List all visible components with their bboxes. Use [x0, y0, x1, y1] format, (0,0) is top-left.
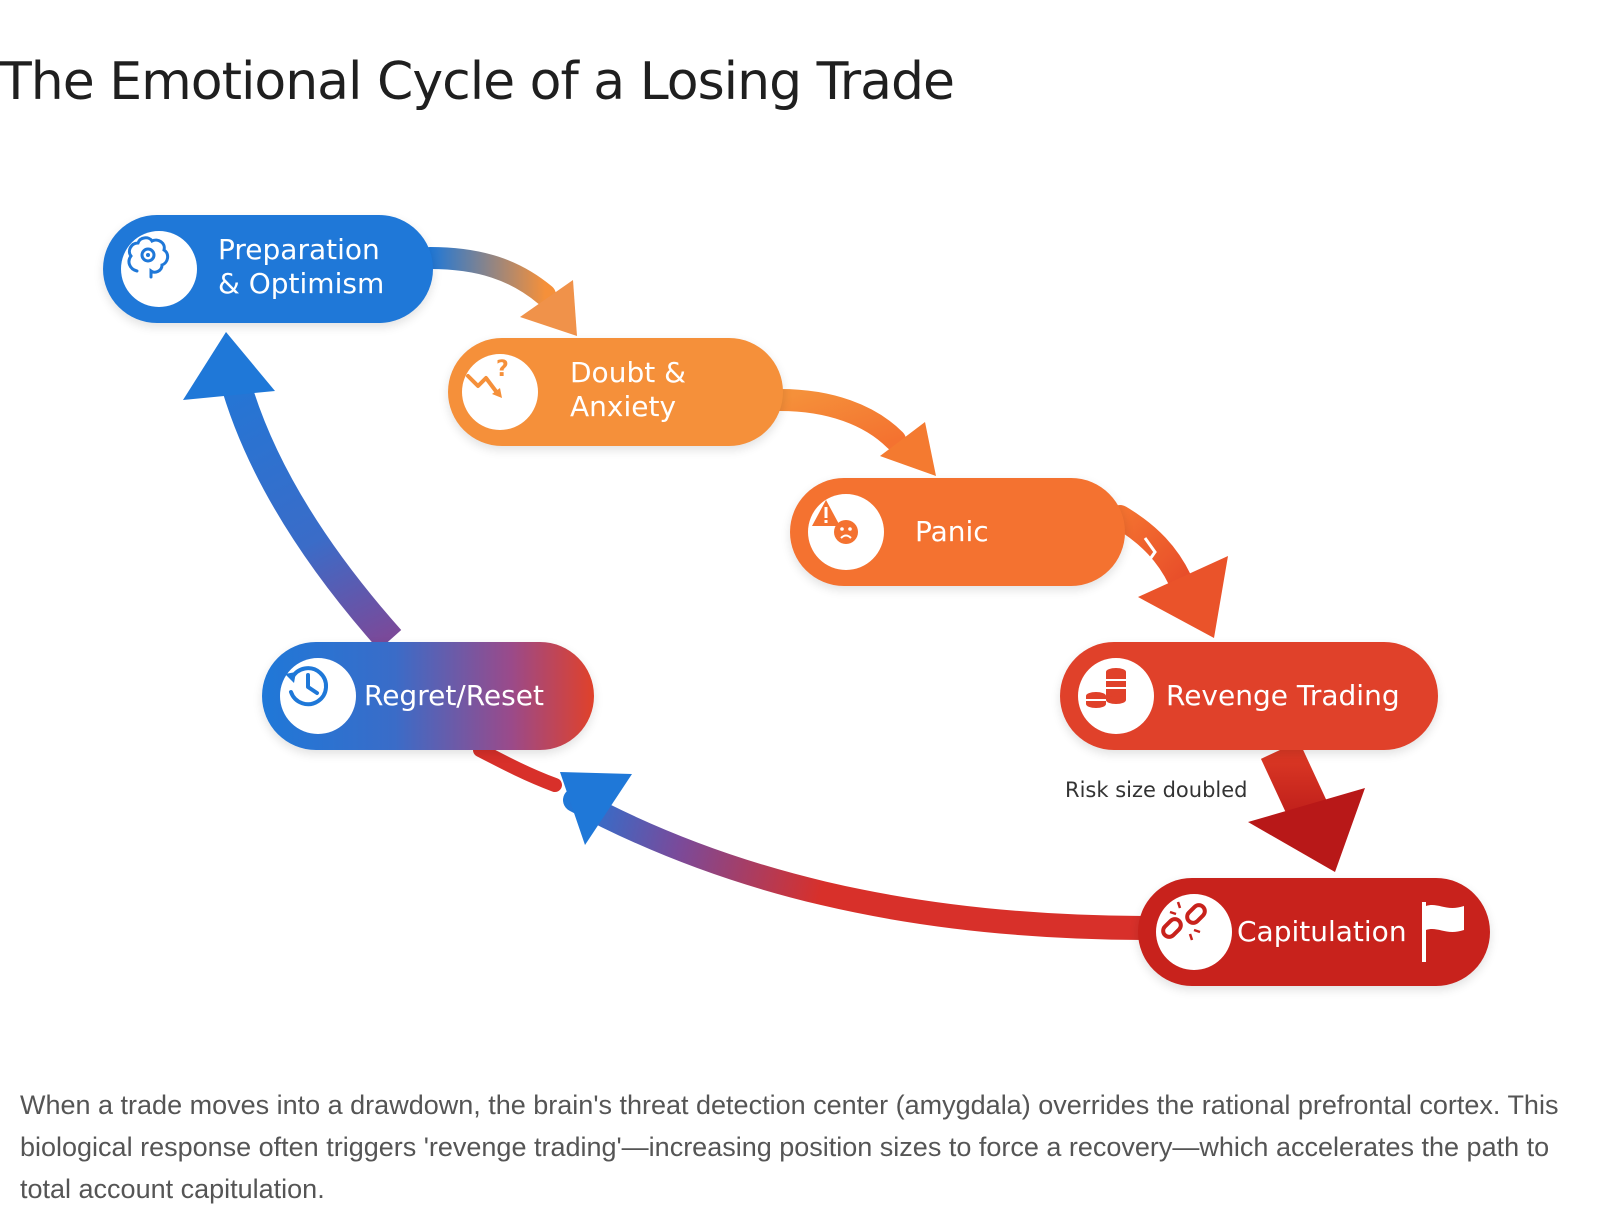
- stage-doubt-line2: Anxiety: [570, 390, 677, 423]
- chart-down-question-icon: ?: [462, 354, 538, 430]
- emotional-cycle-diagram: Preparation & Optimism ? Doubt & Anxiety: [0, 160, 1600, 1060]
- stage-preparation: Preparation & Optimism: [103, 215, 433, 323]
- arrowhead-capitulation: [1248, 788, 1365, 872]
- arrow-regret-tail: [473, 743, 562, 792]
- arrow-doubt-to-panic: [769, 389, 906, 451]
- stage-regret-label: Regret/Reset: [364, 679, 544, 712]
- stage-preparation-label: Preparation & Optimism: [218, 233, 384, 301]
- broken-chain-icon: [1156, 894, 1232, 970]
- caption: When a trade moves into a drawdown, the …: [20, 1090, 1559, 1204]
- stage-doubt-line1: Doubt &: [570, 356, 686, 389]
- arrow-crack: [1143, 537, 1162, 576]
- arrow-capitulation-to-regret: [563, 788, 1162, 940]
- stage-regret: Regret/Reset: [262, 642, 594, 750]
- stage-revenge: Revenge Trading: [1060, 642, 1438, 750]
- arrowhead-regret: [560, 772, 632, 845]
- history-clock-icon: [280, 658, 356, 734]
- arrow-panic-to-revenge: [1108, 505, 1192, 592]
- arrowhead-preparation: [183, 332, 275, 400]
- stage-doubt-label: Doubt & Anxiety: [570, 356, 686, 424]
- svg-text:?: ?: [496, 357, 509, 382]
- stage-capitulation: Capitulation: [1138, 878, 1490, 986]
- page-title: The Emotional Cycle of a Losing Trade: [0, 52, 955, 112]
- stage-doubt: ? Doubt & Anxiety: [448, 338, 783, 446]
- coin-stack-icon: [1078, 658, 1154, 734]
- arrowhead-revenge: [1138, 556, 1228, 638]
- stage-panic: Panic: [790, 478, 1125, 586]
- brain-gear-icon: [121, 231, 197, 307]
- stage-panic-label: Panic: [915, 515, 989, 548]
- stage-capitulation-label: Capitulation: [1237, 915, 1407, 948]
- arrowhead-doubt: [520, 280, 577, 336]
- arrow-regret-to-preparation: [217, 366, 402, 650]
- cycle-arrows: [183, 247, 1365, 940]
- stage-preparation-line2: & Optimism: [218, 267, 385, 300]
- stage-revenge-label: Revenge Trading: [1166, 679, 1400, 712]
- arrowhead-panic: [880, 422, 936, 476]
- arrow-preparation-to-doubt: [419, 247, 556, 306]
- stage-preparation-line1: Preparation: [218, 233, 380, 266]
- warning-face-icon: [808, 494, 884, 570]
- revenge-note: Risk size doubled: [1065, 778, 1248, 802]
